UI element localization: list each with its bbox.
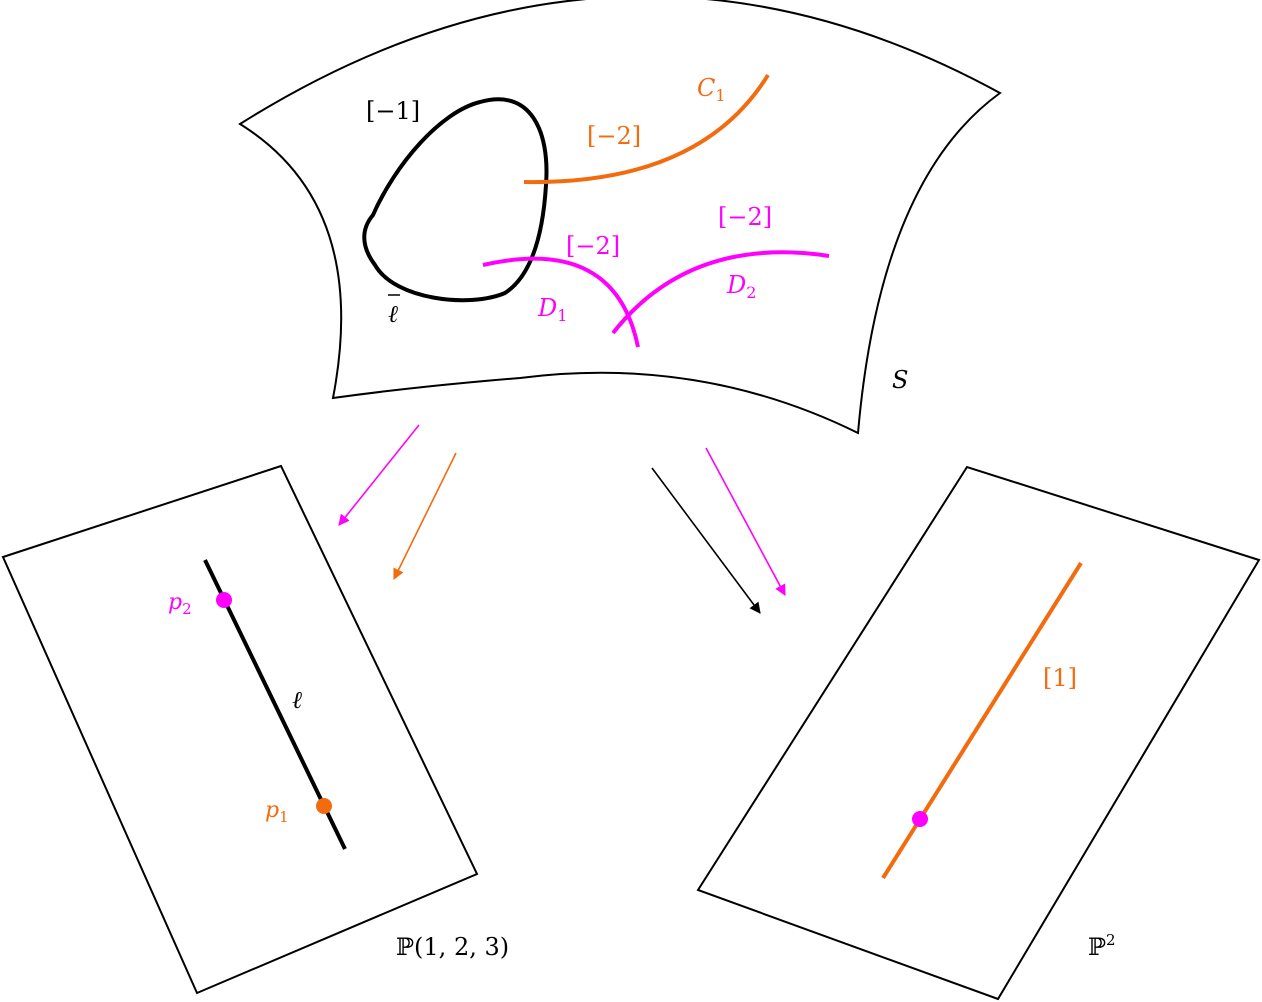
c1-name-sub: 1 (715, 86, 725, 105)
curve-c1 (523, 73, 770, 185)
right-plane-label: ℙ2 (1088, 931, 1116, 961)
curve-d1 (482, 256, 640, 348)
loop-curve (362, 97, 549, 303)
right-plane-label-base: ℙ (1088, 933, 1106, 961)
d2-name-sub: 2 (746, 283, 756, 302)
point-p2-label: p2 (168, 590, 192, 618)
c1-name-base: C (697, 74, 715, 102)
point-p1-label: p1 (265, 798, 289, 826)
d1-weight-label: [−2] (566, 232, 620, 260)
morphism-arrows (338, 424, 786, 614)
left-plane-label: ℙ(1, 2, 3) (396, 933, 509, 961)
point-p2-base: p (168, 590, 182, 615)
right-plane-label-sup: 2 (1106, 931, 1116, 949)
c1-weight-label: [−2] (587, 122, 641, 150)
d1-name-base: D (537, 294, 557, 322)
d1-name-sub: 1 (557, 306, 567, 325)
right-plane: [1] ℙ2 (696, 465, 1261, 1001)
left-plane-outline (1, 464, 479, 995)
d2-weight-label: [−2] (718, 203, 772, 231)
right-line-weight-label: [1] (1043, 664, 1077, 692)
point-p2 (216, 592, 232, 608)
d2-name-base: D (726, 271, 746, 299)
right-plane-outline (696, 465, 1261, 1001)
loop-weight-label: [−1] (366, 97, 420, 125)
point-p1-sub: 1 (279, 808, 289, 826)
arrow-magenta-right (705, 447, 786, 596)
right-plane-line (881, 561, 1083, 880)
d1-name-label: D1 (537, 294, 567, 325)
curve-d2 (611, 250, 830, 335)
arrow-magenta-left (338, 424, 420, 526)
loop-name-label: ℓ (388, 294, 400, 328)
arrow-black-right (651, 467, 761, 614)
left-line-label: ℓ (292, 686, 302, 714)
surface-label: S (892, 366, 908, 394)
left-plane: p2 p1 ℓ ℙ(1, 2, 3) (1, 464, 509, 995)
surface-outline (238, 0, 1002, 435)
loop-name-text: ℓ (388, 300, 398, 328)
arrow-orange-left (393, 452, 457, 581)
point-p1-base: p (265, 798, 279, 823)
d2-name-label: D2 (726, 271, 756, 302)
point-p2-sub: 2 (182, 600, 192, 618)
point-p1 (316, 798, 332, 814)
right-plane-point (912, 811, 928, 827)
c1-name-label: C1 (697, 74, 726, 105)
surface-s: [−1] ℓ [−2] C1 [−2] D1 [−2] D2 S (238, 0, 1002, 435)
